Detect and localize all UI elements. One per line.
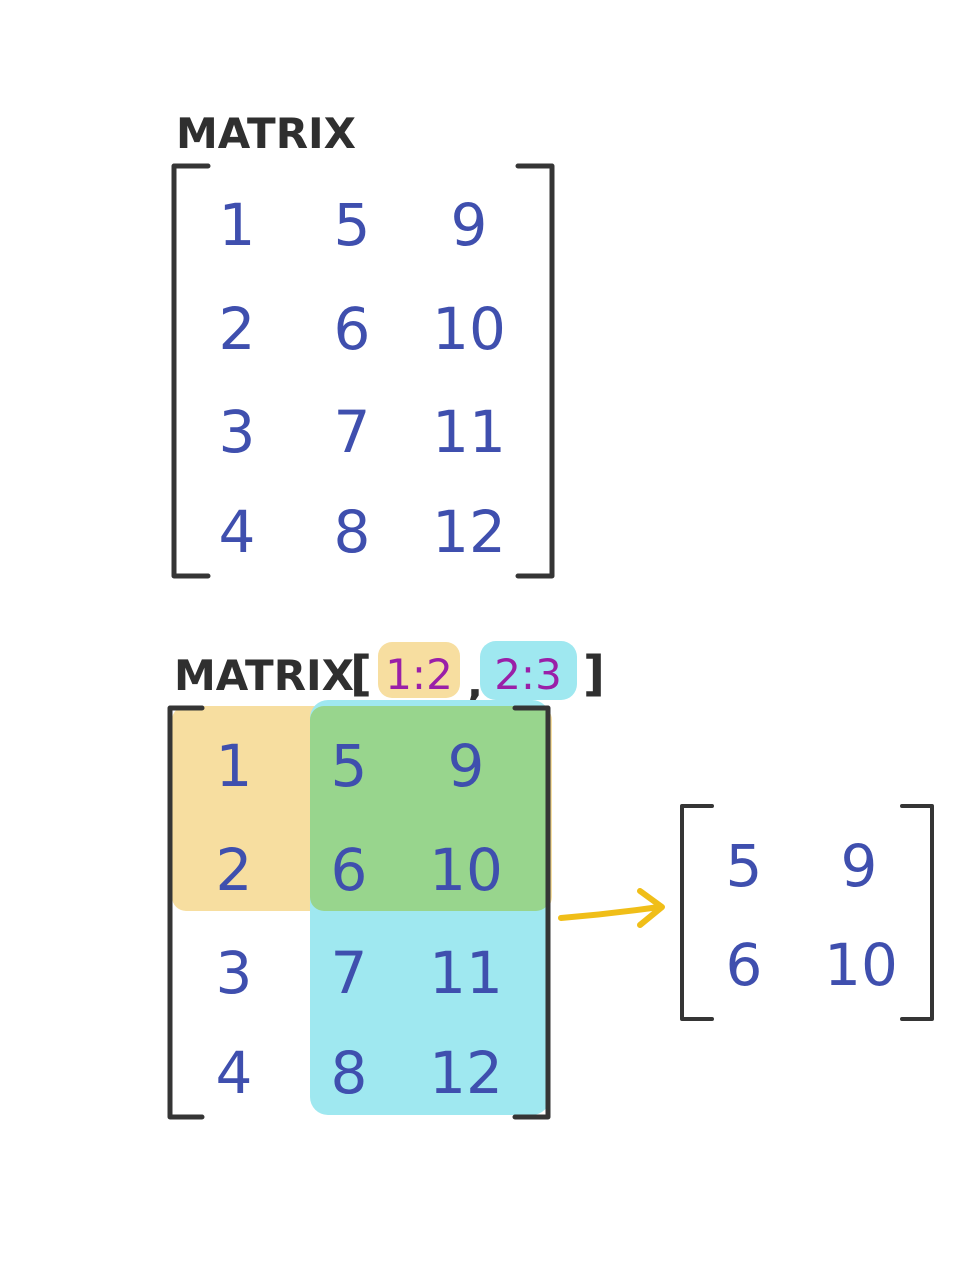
top-cell-r3c1: 3 (219, 398, 256, 466)
top-cell-r4c1: 4 (219, 498, 256, 566)
bottom-cell-r3c1: 3 (216, 939, 253, 1007)
bottom-cell-r4c2: 8 (331, 1039, 368, 1107)
top-left-bracket (171, 163, 211, 579)
result-arrow-head (637, 888, 665, 928)
slice-open-bracket: [ (350, 646, 372, 702)
bottom-cell-r4c3: 12 (429, 1039, 503, 1107)
overlap-highlight (310, 706, 550, 911)
result-cell-r1c1: 5 (726, 832, 763, 900)
top-cell-r2c3: 10 (432, 295, 506, 363)
row-index-label: 1:2 (385, 650, 453, 699)
top-cell-r1c2: 5 (334, 191, 371, 259)
bottom-cell-r3c2: 7 (331, 939, 368, 1007)
bottom-cell-r1c1: 1 (216, 732, 253, 800)
result-cell-r2c1: 6 (726, 931, 763, 999)
top-cell-r3c3: 11 (432, 398, 506, 466)
top-cell-r4c3: 12 (432, 498, 506, 566)
top-cell-r2c2: 6 (334, 295, 371, 363)
bottom-cell-r3c3: 11 (429, 939, 503, 1007)
result-arrow-shaft (558, 904, 662, 921)
bottom-left-bracket (167, 705, 205, 1120)
result-cell-r1c2: 9 (841, 832, 878, 900)
result-cell-r2c2: 10 (824, 931, 898, 999)
col-index-label: 2:3 (494, 650, 562, 699)
top-cell-r3c2: 7 (334, 398, 371, 466)
slice-separator: , (467, 658, 483, 707)
top-cell-r2c1: 2 (219, 295, 256, 363)
bottom-cell-r4c1: 4 (216, 1039, 253, 1107)
slice-matrix-label: MATRIX (174, 651, 354, 700)
result-left-bracket (680, 804, 714, 1021)
row-index-highlight (378, 642, 460, 698)
top-cell-r4c2: 8 (334, 498, 371, 566)
matrix-title: MATRIX (176, 109, 356, 158)
bottom-right-bracket (512, 705, 551, 1120)
top-cell-r1c1: 1 (219, 191, 256, 259)
bottom-cell-r1c3: 9 (448, 732, 485, 800)
bottom-cell-r2c2: 6 (331, 836, 368, 904)
slice-close-bracket: ] (583, 646, 605, 702)
bottom-cell-r1c2: 5 (331, 732, 368, 800)
bottom-cell-r2c3: 10 (429, 836, 503, 904)
bottom-cell-r2c1: 2 (216, 836, 253, 904)
top-right-bracket (515, 163, 555, 579)
result-right-bracket (900, 804, 934, 1021)
top-cell-r1c3: 9 (451, 191, 488, 259)
col-index-highlight (480, 641, 577, 700)
